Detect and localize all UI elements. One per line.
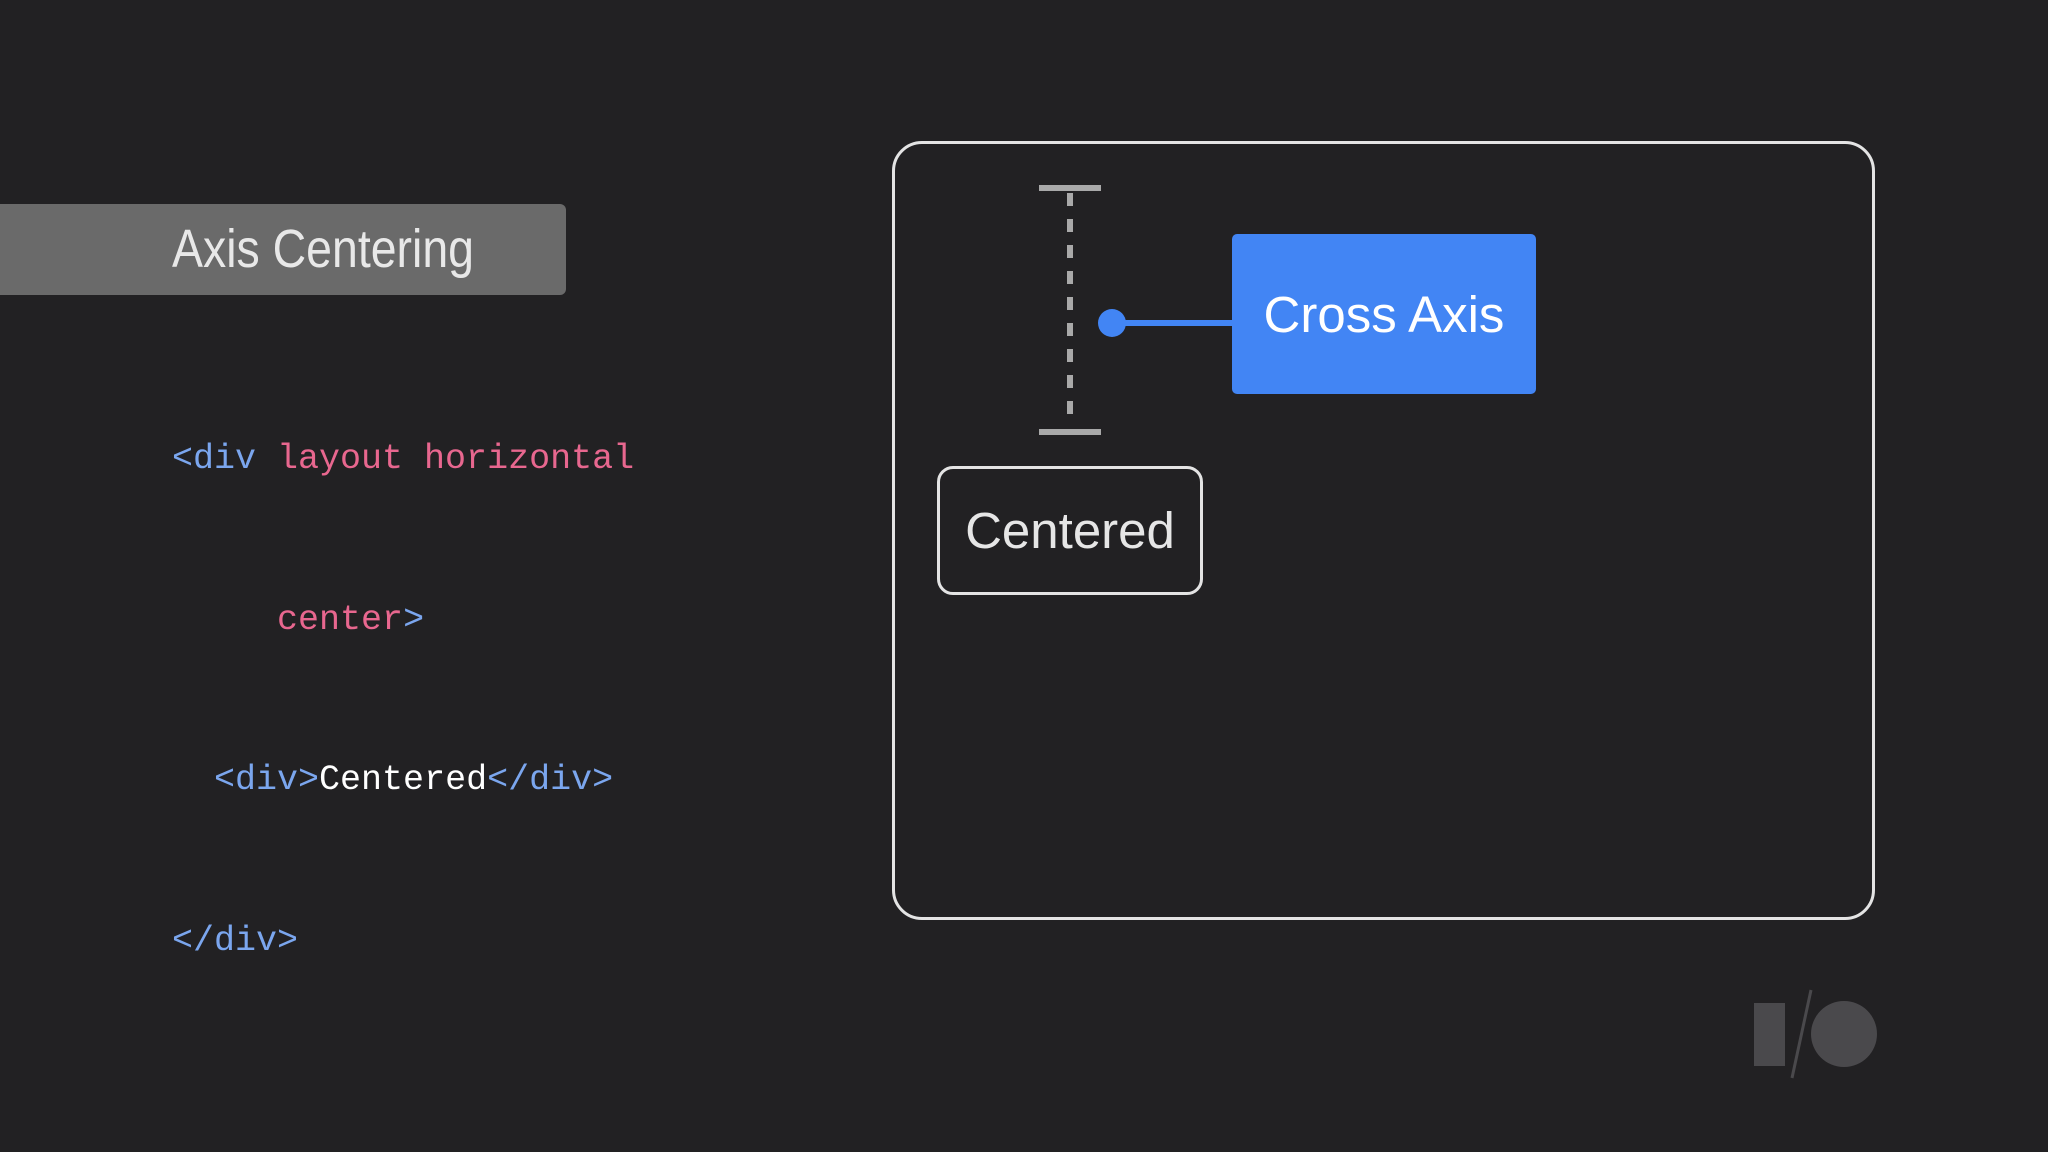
axis-top-cap — [1039, 185, 1101, 191]
code-token: center — [277, 599, 404, 640]
centered-label: Centered — [965, 502, 1175, 559]
slide-title-banner: Axis Centering — [0, 204, 566, 295]
code-token: > — [403, 599, 425, 640]
code-token: </div> — [172, 920, 299, 961]
code-token: <div — [172, 439, 278, 479]
code-token: <div> — [214, 760, 320, 800]
code-line-1: <div layout horizontal — [172, 433, 634, 487]
callout-connector-dot — [1098, 309, 1126, 337]
axis-bottom-cap — [1039, 429, 1101, 435]
cross-axis-callout: Cross Axis — [1232, 234, 1536, 394]
code-line-2: center> — [172, 594, 634, 648]
code-indent — [172, 760, 214, 800]
code-token: layout horizontal — [277, 439, 635, 479]
code-snippet: <div layout horizontal center> <div>Cent… — [172, 326, 634, 1022]
google-io-logo-icon — [1754, 989, 1877, 1079]
layout-container-frame — [892, 141, 1875, 920]
code-token: </div> — [487, 760, 614, 800]
code-line-3: <div>Centered</div> — [172, 754, 634, 808]
centered-child-box: Centered — [937, 466, 1203, 595]
code-token: Centered — [319, 760, 488, 800]
slide-title: Axis Centering — [172, 219, 475, 279]
code-indent — [172, 600, 277, 640]
cross-axis-label: Cross Axis — [1263, 285, 1505, 343]
callout-connector-line — [1112, 320, 1234, 326]
code-line-4: </div> — [172, 915, 634, 969]
cross-axis-dashed-line — [1067, 193, 1073, 427]
